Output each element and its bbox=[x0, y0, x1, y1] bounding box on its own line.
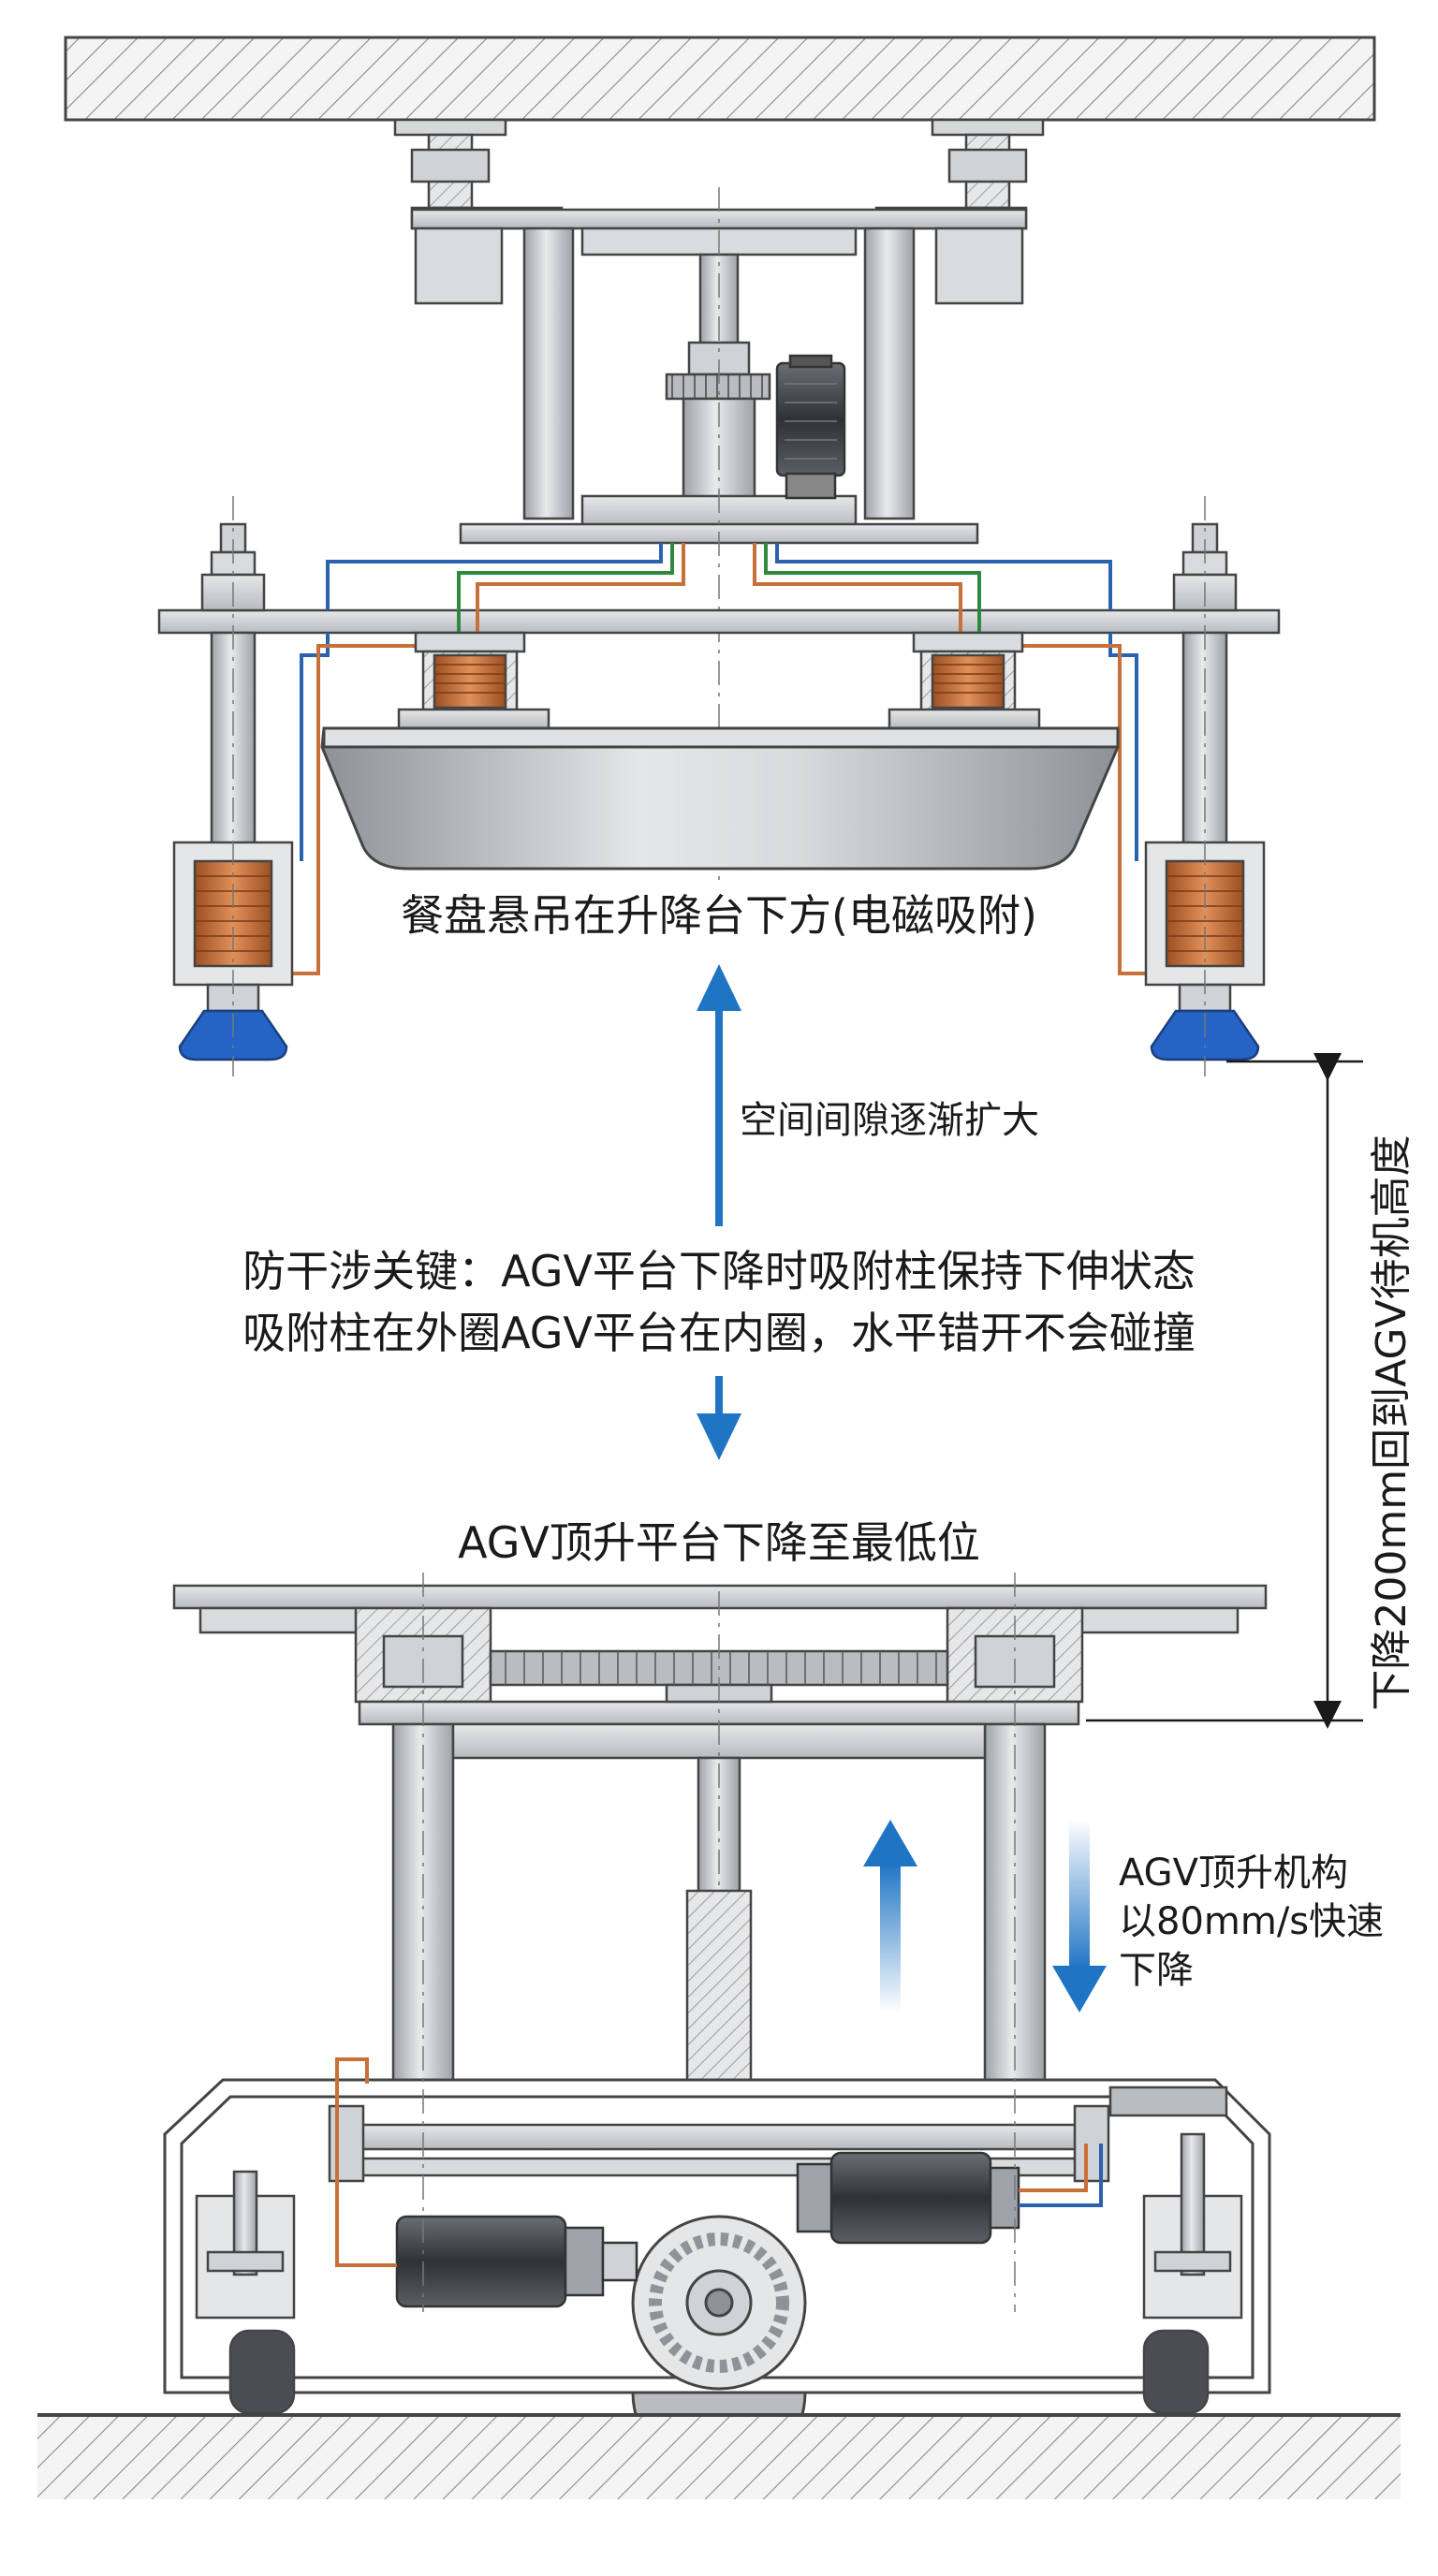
agv-speed-line2: 以80mm/s快速 bbox=[1119, 1900, 1385, 1943]
dimension-label: 下降200mm回到AGV待机高度 bbox=[1368, 1134, 1416, 1711]
dimension-line bbox=[1086, 1053, 1363, 1729]
agv-speed-line3: 下降 bbox=[1119, 1949, 1194, 1992]
agv-lift-platform bbox=[172, 1584, 1268, 1726]
lift-motor-upper bbox=[775, 354, 846, 500]
anti-interference-key-line2: 吸附柱在外圈AGV平台在内圈，水平错开不会碰撞 bbox=[242, 1308, 1196, 1358]
agv-lowest-caption: AGV顶升平台下降至最低位 bbox=[458, 1517, 980, 1568]
meal-tray bbox=[320, 726, 1120, 871]
agv-speed-label: AGV顶升机构 以80mm/s快速 下降 bbox=[1119, 1849, 1384, 1995]
gap-arrow-up bbox=[697, 964, 741, 1226]
caster-right bbox=[1108, 2086, 1243, 2415]
descent-arrow-down bbox=[697, 1376, 741, 1460]
agv-crossbar bbox=[328, 2104, 1110, 2183]
platform-gear-teeth bbox=[505, 1651, 937, 1685]
ceiling bbox=[64, 36, 1376, 122]
tray-suspended-caption: 餐盘悬吊在升降台下方(电磁吸附) bbox=[401, 890, 1037, 941]
wires-agv bbox=[335, 2057, 1103, 2267]
agv-speed-line1: AGV顶升机构 bbox=[1119, 1852, 1349, 1895]
centerlines-bottom bbox=[232, 496, 1206, 2312]
ground bbox=[37, 2413, 1401, 2499]
anti-interference-key-line1: 防干涉关键：AGV平台下降时吸附柱保持下伸状态 bbox=[242, 1246, 1196, 1296]
caster-left bbox=[195, 2170, 296, 2415]
fall-arrow-gradient bbox=[1052, 1820, 1107, 2012]
gap-increase-label: 空间间隙逐渐扩大 bbox=[740, 1099, 1039, 1142]
rise-arrow-gradient bbox=[863, 1820, 917, 2012]
drive-motor-left bbox=[395, 2215, 638, 2308]
electromagnet-right bbox=[888, 631, 1041, 730]
lift-main-plate bbox=[157, 608, 1281, 635]
wires-upper bbox=[281, 543, 1157, 975]
drive-motor-right bbox=[796, 2151, 1020, 2245]
electromagnet-left bbox=[397, 631, 550, 730]
